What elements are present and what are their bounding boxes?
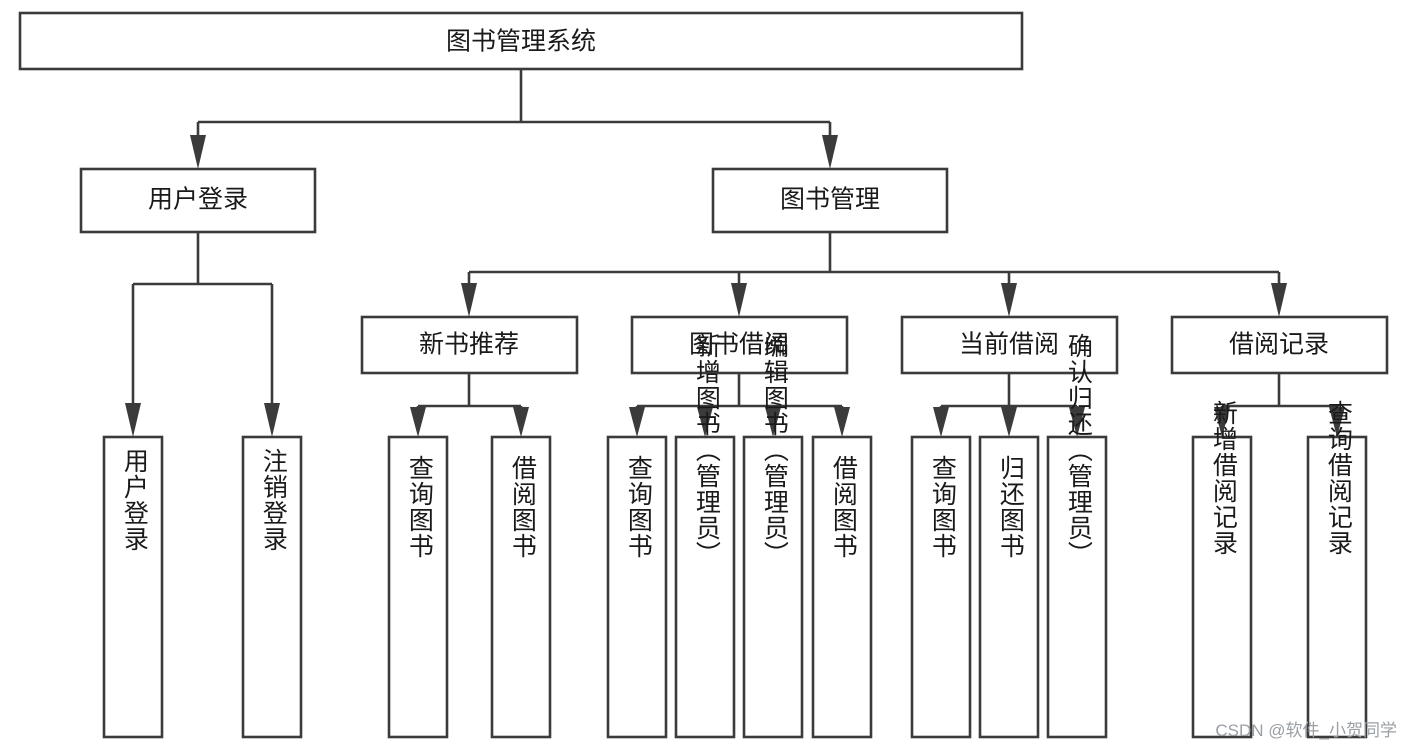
node-leaf-add-book-box <box>674 435 736 739</box>
node-leaf-query-book-2[interactable]: 查询图书 <box>606 435 668 739</box>
node-leaf-return-book[interactable]: 归还图书 <box>978 435 1040 739</box>
node-user-login[interactable]: 用户登录 <box>79 167 317 234</box>
node-book-borrow-label: 图书借阅 <box>689 331 789 359</box>
node-borrow-record-box <box>1170 315 1389 375</box>
arrow-head-current-borrow <box>1001 283 1017 317</box>
node-borrow-record-label: 借阅记录 <box>1229 331 1329 359</box>
node-leaf-query-book-3[interactable]: 查询图书 <box>910 435 972 739</box>
node-leaf-confirm-return[interactable]: 确认归还（管理员） <box>1046 333 1108 739</box>
node-leaf-add-record-box <box>1191 435 1253 739</box>
node-leaf-borrow-book-2[interactable]: 借阅图书 <box>811 435 873 739</box>
arrow-head-leaf-logout-login <box>264 403 280 437</box>
arrow-head-user-login <box>190 135 206 169</box>
connectors-book-borrow-to-leaves <box>629 373 850 437</box>
node-leaf-add-book-label: 新增图书（管理员） <box>692 333 721 567</box>
node-leaf-logout-login-box <box>241 435 303 739</box>
node-leaf-edit-book-label: 编辑图书（管理员） <box>760 333 789 567</box>
node-leaf-borrow-book-2-box <box>811 435 873 739</box>
node-book-borrow[interactable]: 图书借阅 <box>630 315 849 375</box>
node-new-book-recommend[interactable]: 新书推荐 <box>360 315 579 375</box>
node-current-borrow[interactable]: 当前借阅 <box>900 315 1119 375</box>
node-borrow-record[interactable]: 借阅记录 <box>1170 315 1389 375</box>
connectors-user-login-to-leaves <box>125 232 280 437</box>
arrow-head-leaf-query-book-1 <box>410 407 426 437</box>
node-leaf-query-record-label: 查询借阅记录 <box>1324 400 1353 556</box>
node-leaf-add-book[interactable]: 新增图书（管理员） <box>674 333 736 739</box>
node-root-box <box>18 11 1024 71</box>
node-leaf-query-record[interactable]: 查询借阅记录 <box>1306 400 1368 739</box>
node-leaf-return-book-box <box>978 435 1040 739</box>
arrow-head-leaf-confirm-return <box>1069 407 1085 437</box>
connectors-borrow-record-to-leaves <box>1214 373 1345 437</box>
arrow-head-leaf-user-login <box>125 403 141 437</box>
node-new-book-recommend-box <box>360 315 579 375</box>
node-leaf-query-book-2-box <box>606 435 668 739</box>
node-leaf-borrow-book-2-label: 借阅图书 <box>829 455 858 559</box>
node-leaf-query-record-box <box>1306 435 1368 739</box>
node-leaf-query-book-1-label: 查询图书 <box>405 455 434 559</box>
node-leaf-confirm-return-label: 确认归还（管理员） <box>1064 333 1093 567</box>
connectors-book-management-to-level3 <box>461 232 1287 317</box>
node-leaf-user-login-box <box>102 435 164 739</box>
node-leaf-query-book-2-label: 查询图书 <box>624 455 653 559</box>
node-book-management[interactable]: 图书管理 <box>711 167 949 234</box>
node-leaf-logout-login[interactable]: 注销登录 <box>241 435 303 739</box>
arrow-head-new-book-recommend <box>461 283 477 317</box>
node-leaf-user-login[interactable]: 用户登录 <box>102 435 164 739</box>
node-root-label: 图书管理系统 <box>446 28 596 56</box>
csdn-watermark: CSDN @软件_小贺同学 <box>1215 721 1397 740</box>
connectors-root-to-level2 <box>190 69 838 169</box>
node-book-management-box <box>711 167 949 234</box>
arrow-head-leaf-edit-book <box>765 407 781 437</box>
node-leaf-borrow-book-1-box <box>490 435 552 739</box>
node-leaf-add-record[interactable]: 新增借阅记录 <box>1191 400 1253 739</box>
node-leaf-query-book-1-box <box>387 435 449 739</box>
node-root-system[interactable]: 图书管理系统 <box>18 11 1024 71</box>
arrow-head-leaf-query-book-3 <box>933 407 949 437</box>
node-leaf-borrow-book-1-label: 借阅图书 <box>508 455 537 559</box>
node-leaf-query-book-3-box <box>910 435 972 739</box>
node-leaf-edit-book[interactable]: 编辑图书（管理员） <box>742 333 804 739</box>
node-current-borrow-box <box>900 315 1119 375</box>
node-leaf-add-record-label: 新增借阅记录 <box>1209 400 1238 556</box>
node-leaf-return-book-label: 归还图书 <box>996 455 1025 559</box>
arrow-head-leaf-add-record <box>1214 407 1230 437</box>
connectors-new-book-recommend-to-leaves <box>410 373 529 437</box>
node-leaf-query-book-3-label: 查询图书 <box>928 455 957 559</box>
arrow-head-leaf-return-book <box>1001 407 1017 437</box>
node-book-borrow-box <box>630 315 849 375</box>
arrow-head-leaf-add-book <box>697 407 713 437</box>
arrow-head-borrow-record <box>1271 283 1287 317</box>
node-user-login-box <box>79 167 317 234</box>
arrow-head-leaf-query-book-2 <box>629 407 645 437</box>
connectors-current-borrow-to-leaves <box>933 373 1085 437</box>
node-leaf-confirm-return-box <box>1046 435 1108 739</box>
arrow-head-leaf-borrow-book-1 <box>513 407 529 437</box>
node-leaf-query-book-1[interactable]: 查询图书 <box>387 435 449 739</box>
node-leaf-borrow-book-1[interactable]: 借阅图书 <box>490 435 552 739</box>
arrow-head-book-borrow <box>731 283 747 317</box>
arrow-head-leaf-borrow-book-2 <box>834 407 850 437</box>
node-leaf-user-login-label: 用户登录 <box>120 448 149 552</box>
node-leaf-logout-login-label: 注销登录 <box>259 448 288 552</box>
node-current-borrow-label: 当前借阅 <box>959 331 1059 359</box>
arrow-head-leaf-query-record <box>1329 407 1345 437</box>
node-user-login-label: 用户登录 <box>148 186 248 214</box>
arrow-head-book-management <box>822 135 838 169</box>
node-book-management-label: 图书管理 <box>780 186 880 214</box>
node-leaf-edit-book-box <box>742 435 804 739</box>
node-new-book-recommend-label: 新书推荐 <box>419 331 519 359</box>
